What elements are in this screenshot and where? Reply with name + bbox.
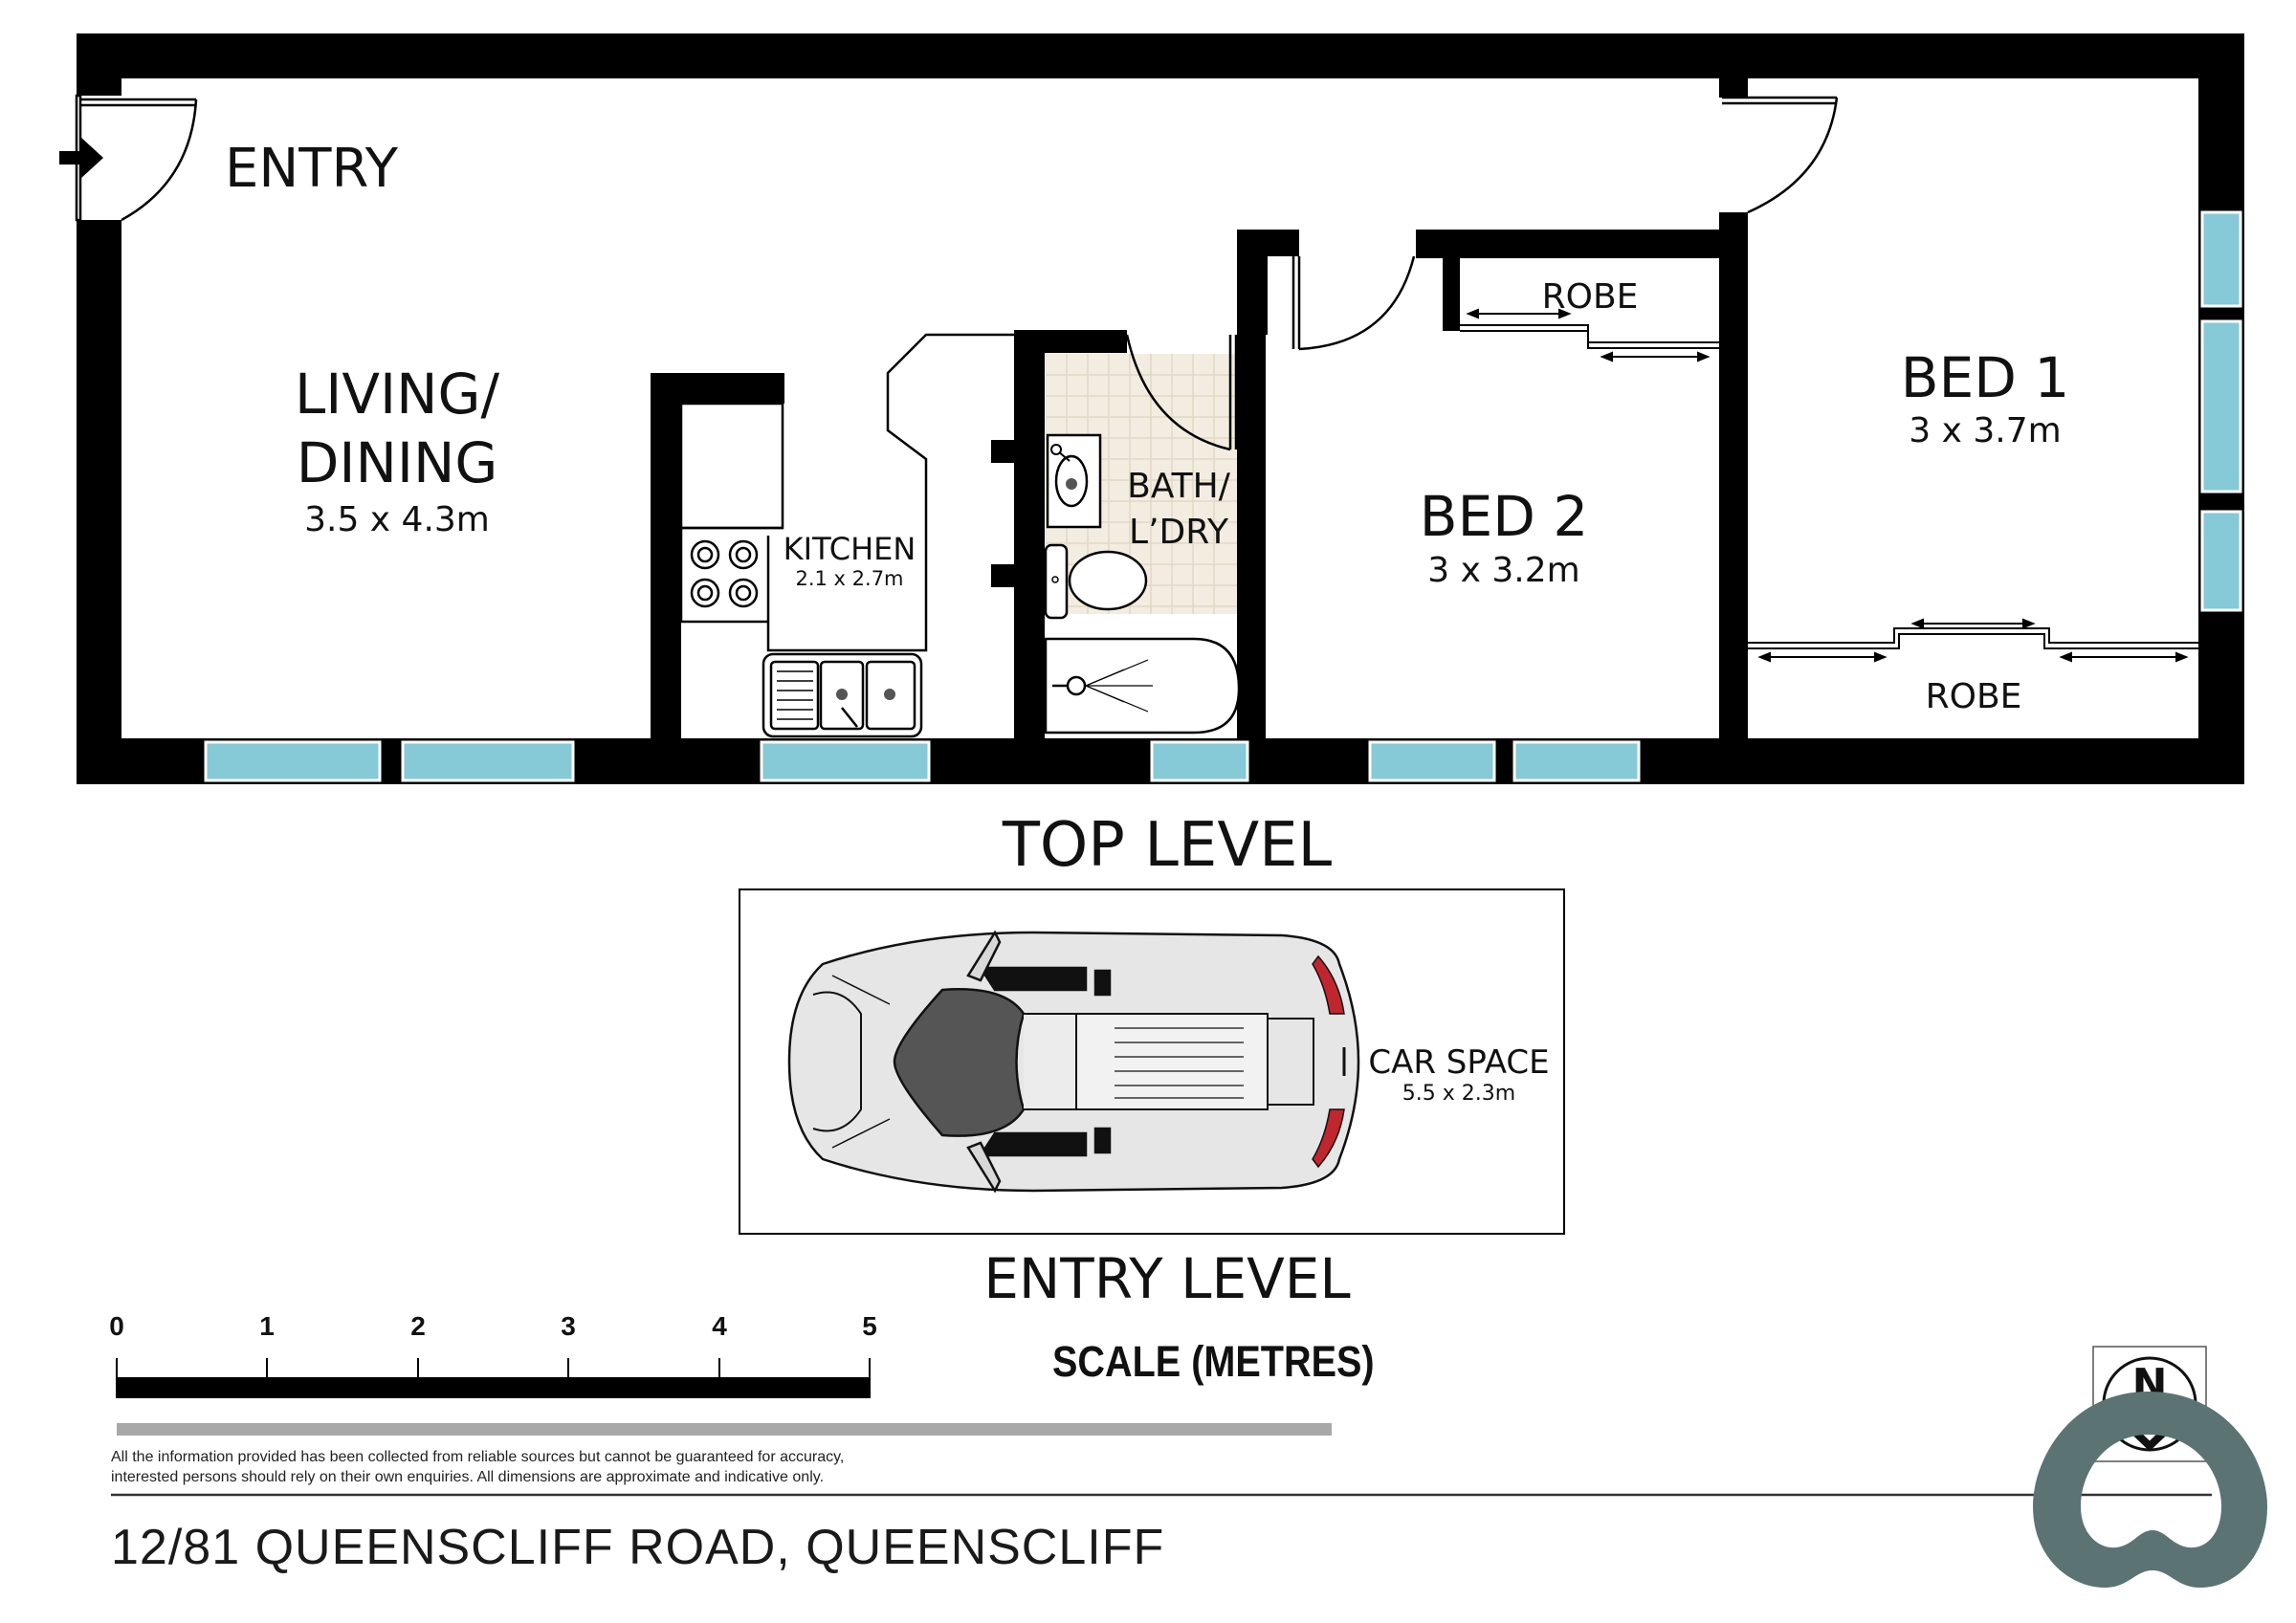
- bed1-dims: 3 x 3.7m: [1909, 411, 2061, 450]
- bath-label-line1: BATH/: [1127, 467, 1231, 506]
- room-labels: ENTRY LIVING/ DINING 3.5 x 4.3m KITCHEN …: [225, 138, 2069, 1311]
- bathroom-fixtures: [1044, 433, 1241, 735]
- living-label-line1: LIVING/: [295, 362, 500, 427]
- living-dims: 3.5 x 4.3m: [304, 500, 490, 539]
- car-space-label: CAR SPACE: [1368, 1043, 1549, 1082]
- bed2-label: BED 2: [1420, 484, 1588, 549]
- scale-title: SCALE (METRES): [1052, 1337, 1375, 1386]
- sink-icon: [762, 652, 923, 738]
- robe-bed1-label: ROBE: [1926, 677, 2022, 716]
- entry-label: ENTRY: [225, 138, 399, 200]
- kitchen-label: KITCHEN: [784, 531, 916, 567]
- bed2-dims: 3 x 3.2m: [1427, 551, 1579, 590]
- living-label-line2: DINING: [297, 430, 498, 495]
- scale-tick-4: 4: [712, 1311, 727, 1341]
- disclaimer: All the information provided has been co…: [111, 1447, 844, 1487]
- bathtub-icon: [1044, 637, 1241, 735]
- brand-logo-icon: [2033, 1392, 2267, 1588]
- robe-bed2: [1460, 308, 1719, 362]
- toilet-icon: [1044, 543, 1148, 620]
- cooktop-icon: [690, 539, 759, 608]
- bed1-label: BED 1: [1901, 345, 2069, 410]
- windows: [204, 210, 2242, 782]
- robe-bed2-label: ROBE: [1542, 277, 1639, 317]
- kitchen-dims: 2.1 x 2.7m: [795, 567, 903, 590]
- car-icon: [787, 930, 1360, 1194]
- car-space-dims: 5.5 x 2.3m: [1402, 1082, 1515, 1106]
- disclaimer-line1: All the information provided has been co…: [111, 1449, 845, 1465]
- entry-arrow-icon: [59, 137, 103, 179]
- top-level-title: TOP LEVEL: [1002, 810, 1333, 881]
- scale-bar: 0 1 2 3 4 5: [109, 1311, 877, 1398]
- kitchen-fixtures: [679, 333, 1014, 738]
- grey-rule: [117, 1423, 1332, 1436]
- scale-tick-5: 5: [862, 1311, 877, 1341]
- bath-label-line2: L’DRY: [1129, 513, 1229, 552]
- scale-tick-0: 0: [109, 1311, 124, 1341]
- scale-tick-3: 3: [561, 1311, 576, 1341]
- scale-tick-1: 1: [259, 1311, 275, 1341]
- basin-icon: [1046, 433, 1102, 529]
- scale-tick-2: 2: [410, 1311, 426, 1341]
- interior-walls: [651, 78, 1748, 738]
- robe-bed1: [1748, 618, 2198, 663]
- disclaimer-line2: interested persons should rely on their …: [111, 1469, 825, 1485]
- car-space: CAR SPACE 5.5 x 2.3m: [739, 888, 1565, 1235]
- property-address: 12/81 QUEENSCLIFF ROAD, QUEENSCLIFF: [111, 1520, 1165, 1575]
- entry-level-title: ENTRY LEVEL: [983, 1246, 1351, 1311]
